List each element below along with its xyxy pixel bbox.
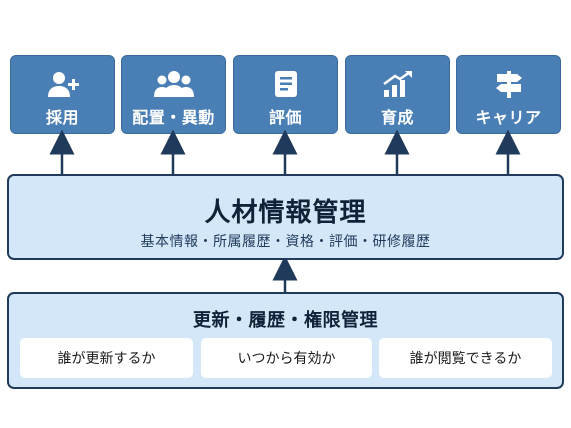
core-title: 人材情報管理	[204, 198, 367, 228]
foundation-item-who-updates: 誰が更新するか	[20, 338, 193, 378]
foundation-box: 更新・履歴・権限管理 誰が更新するか いつから有効か 誰が閲覧できるか	[7, 292, 564, 389]
module-label: 配置・異動	[132, 108, 215, 127]
core-subtitle: 基本情報・所属履歴・資格・評価・研修履歴	[140, 234, 431, 250]
foundation-title: 更新・履歴・権限管理	[193, 310, 378, 331]
foundation-item-effective-from: いつから有効か	[201, 338, 372, 378]
module-label: キャリア	[475, 108, 542, 127]
module-tile-evaluation: 評価	[233, 55, 338, 134]
module-tile-recruitment: 採用	[10, 55, 115, 134]
document-icon	[234, 70, 337, 98]
module-label: 採用	[45, 108, 79, 127]
group-icon	[122, 70, 225, 98]
signpost-icon	[457, 70, 560, 98]
add-person-icon	[11, 70, 114, 98]
growth-chart-icon	[346, 70, 449, 98]
core-hr-info-box: 人材情報管理 基本情報・所属履歴・資格・評価・研修履歴	[7, 174, 564, 260]
foundation-item-who-views: 誰が閲覧できるか	[379, 338, 552, 378]
module-tile-career: キャリア	[456, 55, 561, 134]
module-label: 評価	[268, 108, 302, 127]
module-tile-development: 育成	[345, 55, 450, 134]
module-label: 育成	[380, 108, 414, 127]
